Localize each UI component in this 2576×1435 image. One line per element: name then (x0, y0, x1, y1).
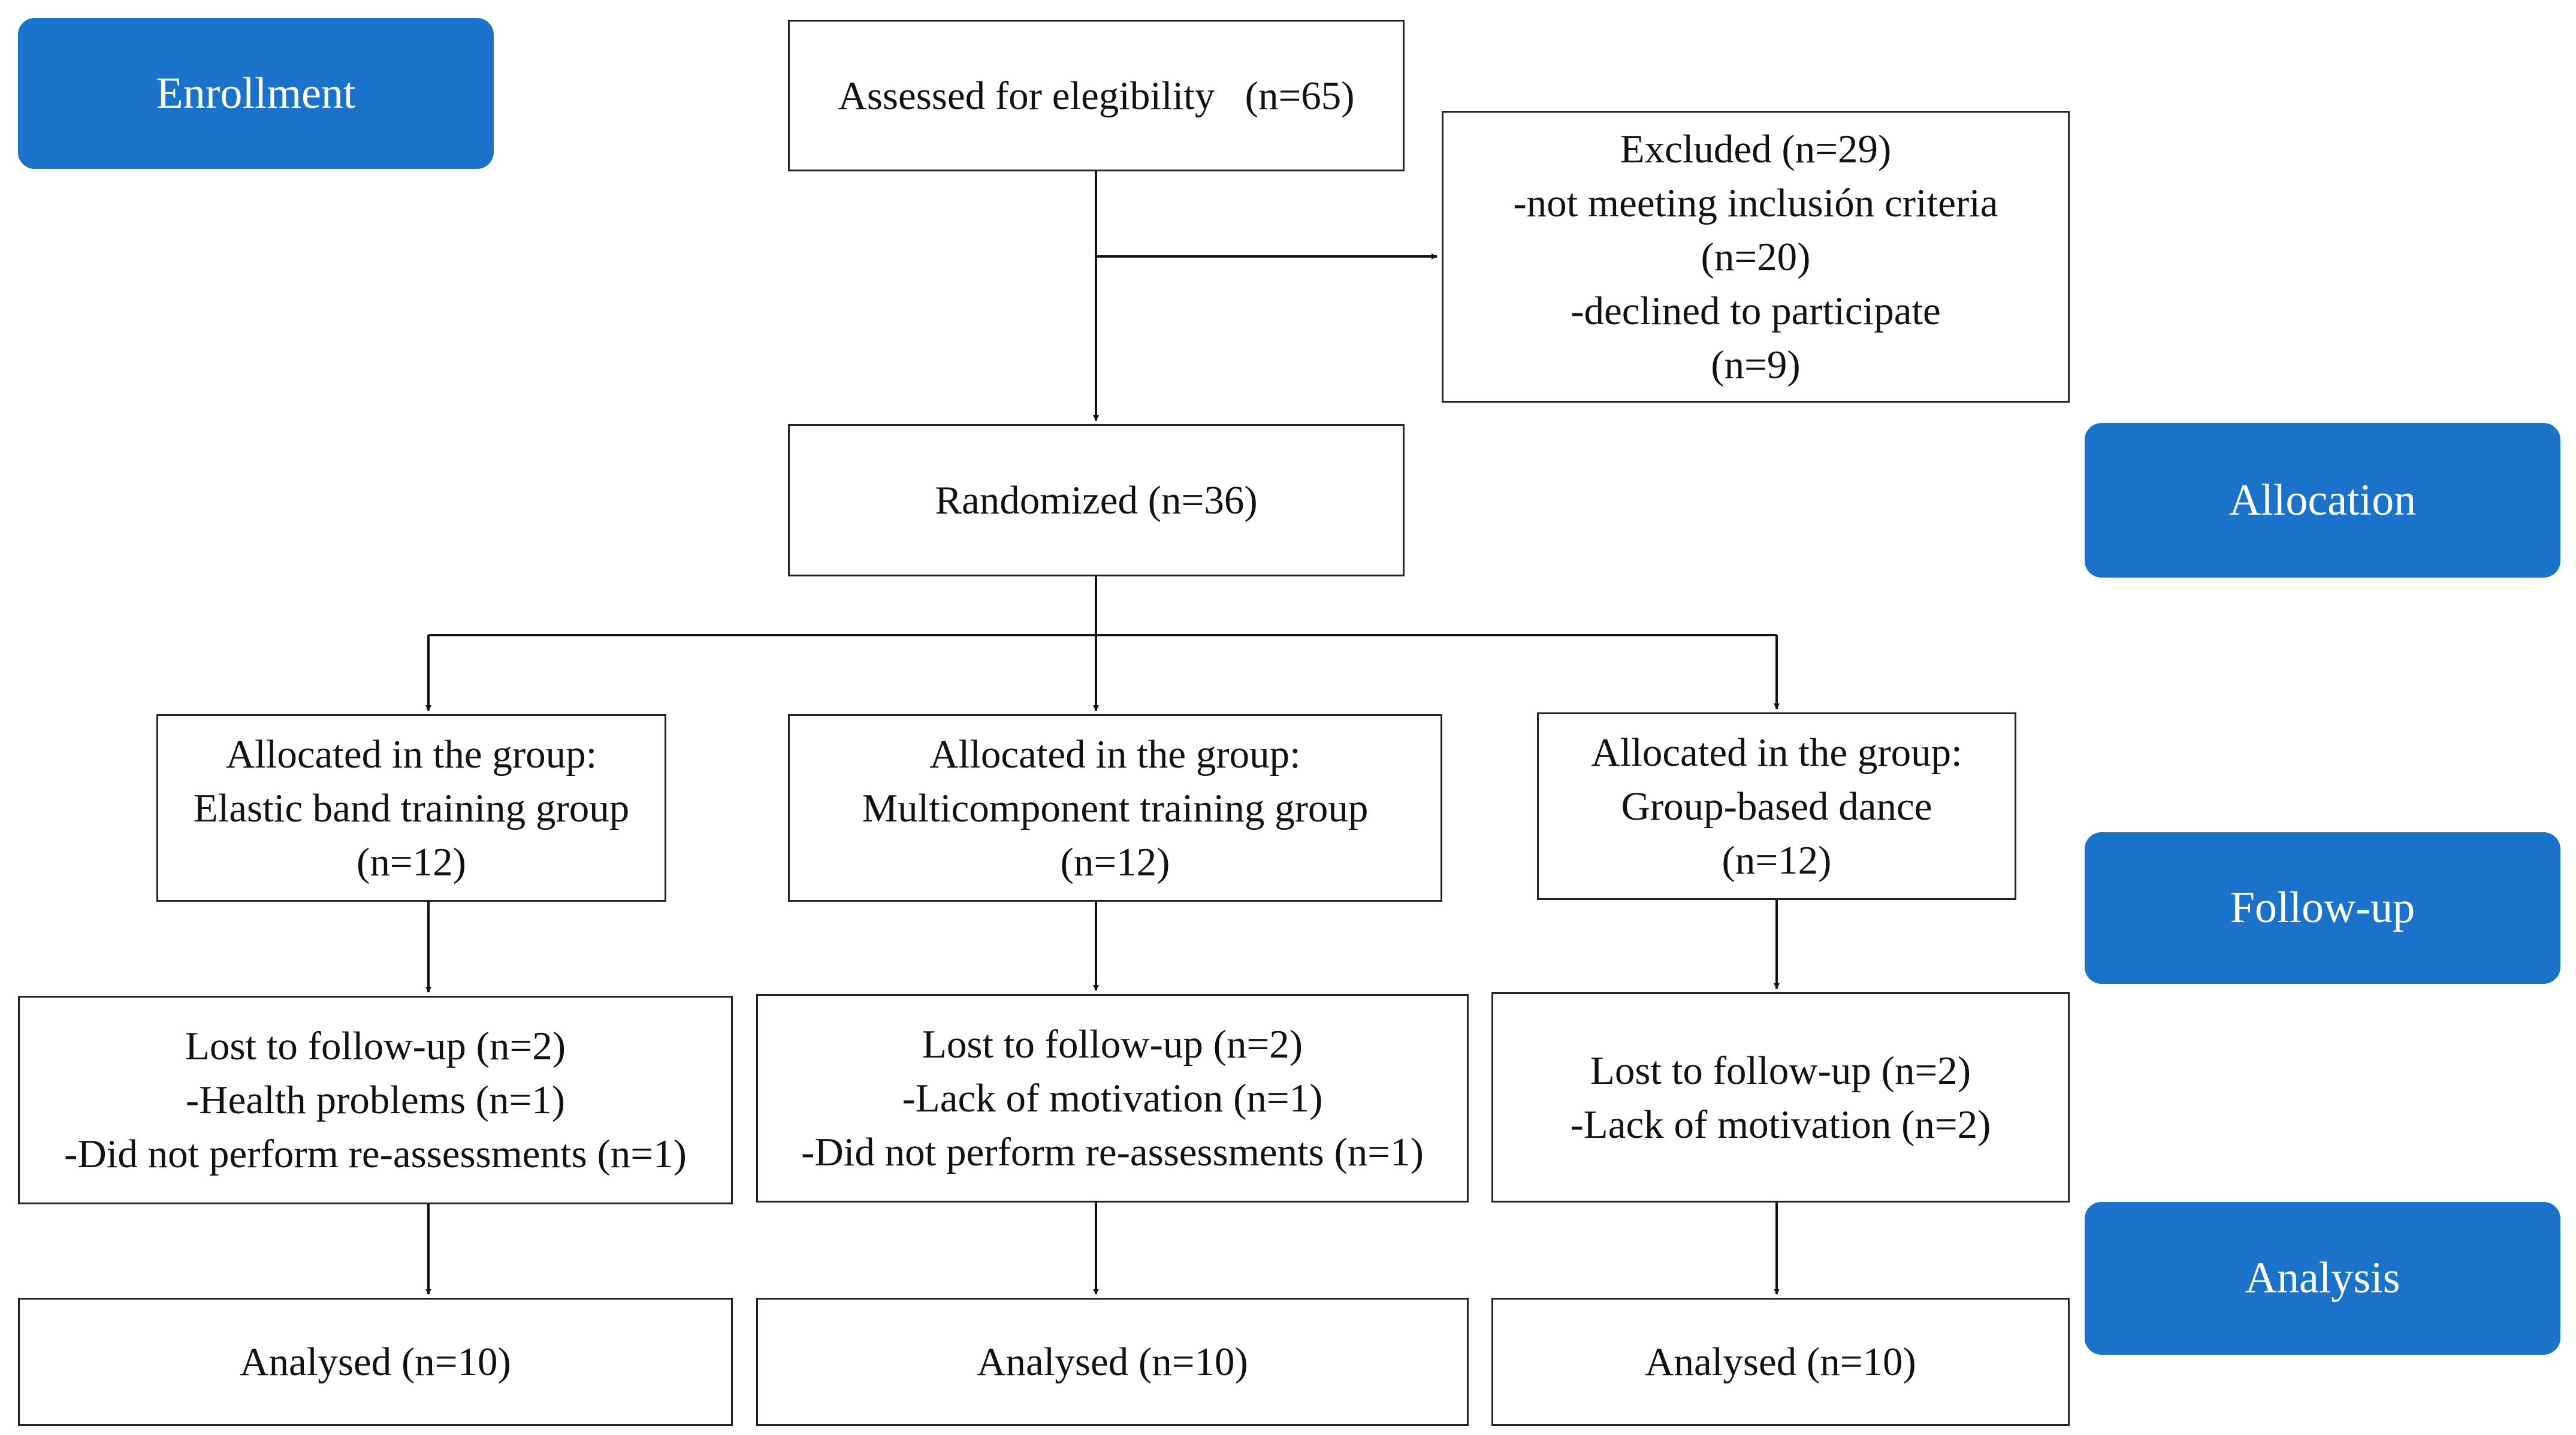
allocated-line: Multicomponent training group (862, 786, 1369, 830)
excluded-line: Excluded (n=29) (1620, 126, 1892, 171)
allocated-line: (n=12) (1060, 839, 1170, 884)
stage-follow-up-label: Follow-up (2230, 883, 2415, 932)
analysed-box-dance: Analysed (n=10) (1491, 1298, 2070, 1426)
allocated-line: Allocated in the group: (1591, 730, 1962, 775)
allocated-line: Group-based dance (1621, 784, 1932, 829)
lost-line: Lost to follow-up (n=2) (185, 1024, 566, 1068)
lost-box-multicomponent: Lost to follow-up (n=2) -Lack of motivat… (756, 994, 1469, 1203)
excluded-line: -declined to participate (1571, 288, 1941, 333)
lost-line: -Lack of motivation (n=1) (902, 1076, 1323, 1120)
stage-analysis-label: Analysis (2245, 1253, 2400, 1303)
lost-line: -Did not perform re-assessments (n=1) (801, 1130, 1424, 1174)
stage-allocation: Allocation (2085, 423, 2560, 578)
lost-line: -Lack of motivation (n=2) (1570, 1102, 1991, 1147)
lost-line: -Did not perform re-assessments (n=1) (64, 1132, 687, 1176)
lost-line: -Health problems (n=1) (185, 1078, 566, 1122)
lost-line: Lost to follow-up (n=2) (1590, 1048, 1971, 1093)
randomized-label: Randomized (n=36) (935, 478, 1258, 522)
stage-follow-up: Follow-up (2085, 832, 2560, 984)
allocated-box-multicomponent: Allocated in the group: Multicomponent t… (788, 714, 1442, 902)
allocated-line: (n=12) (1722, 838, 1832, 883)
lost-box-dance: Lost to follow-up (n=2) -Lack of motivat… (1491, 992, 2070, 1203)
randomized-box: Randomized (n=36) (788, 424, 1405, 576)
allocated-line: Allocated in the group: (225, 732, 597, 777)
stage-allocation-label: Allocation (2228, 475, 2417, 525)
analysed-label: Analysed (n=10) (240, 1340, 511, 1384)
analysed-box-elastic: Analysed (n=10) (18, 1298, 733, 1426)
allocated-line: Elastic band training group (193, 786, 630, 830)
assessed-label: Assessed for elegibility (n=65) (838, 73, 1355, 118)
lost-line: Lost to follow-up (n=2) (922, 1022, 1303, 1067)
allocated-line: (n=12) (357, 839, 466, 884)
allocated-line: Allocated in the group: (929, 732, 1301, 777)
analysed-box-multicomponent: Analysed (n=10) (756, 1298, 1469, 1426)
stage-analysis: Analysis (2085, 1202, 2560, 1355)
stage-enrollment-label: Enrollment (156, 68, 356, 118)
excluded-box: Excluded (n=29) -not meeting inclusión c… (1442, 111, 2070, 403)
lost-box-elastic: Lost to follow-up (n=2) -Health problems… (18, 996, 733, 1204)
allocated-box-dance: Allocated in the group: Group-based danc… (1537, 712, 2016, 900)
excluded-line: (n=20) (1701, 234, 1811, 279)
stage-enrollment: Enrollment (18, 18, 494, 169)
allocated-box-elastic: Allocated in the group: Elastic band tra… (156, 714, 666, 902)
excluded-line: (n=9) (1711, 342, 1801, 387)
analysed-label: Analysed (n=10) (1645, 1340, 1916, 1384)
excluded-line: -not meeting inclusión criteria (1513, 180, 1998, 225)
assessed-box: Assessed for elegibility (n=65) (788, 20, 1405, 171)
analysed-label: Analysed (n=10) (977, 1340, 1248, 1384)
